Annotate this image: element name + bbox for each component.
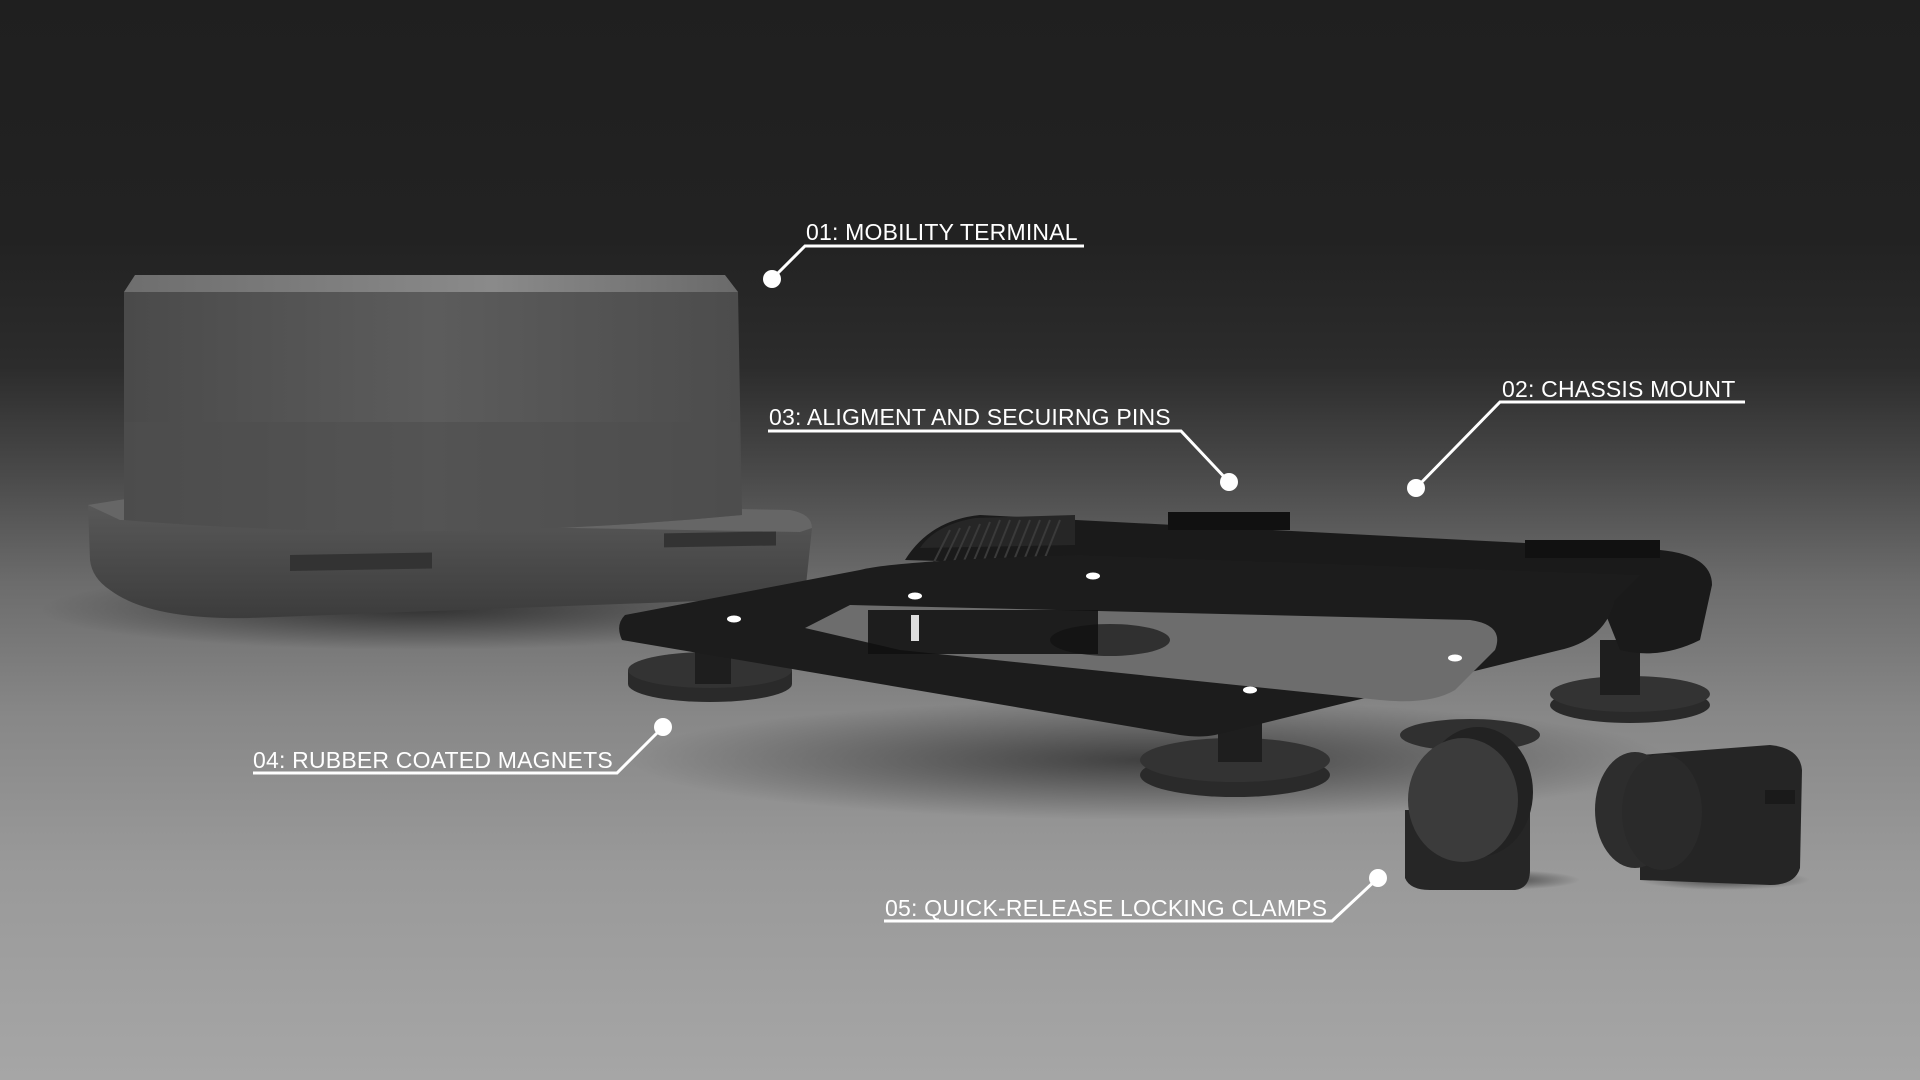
callout-03-leader	[768, 429, 1231, 484]
callout-02-label: 02: CHASSIS MOUNT	[1502, 376, 1736, 402]
callout-04-leader	[253, 725, 665, 775]
quick-release-clamps	[1405, 727, 1810, 890]
callout-02-leader	[1414, 400, 1745, 490]
callout-01-leader	[770, 244, 1084, 281]
mobility-terminal	[88, 275, 812, 619]
callout-04-dot-icon	[654, 718, 672, 736]
terminal-slot-left	[290, 552, 432, 571]
callout-01-dot-icon	[763, 270, 781, 288]
chassis-mount	[619, 512, 1712, 762]
callout-05-label: 05: QUICK-RELEASE LOCKING CLAMPS	[885, 895, 1328, 921]
callout-02-dot-icon	[1407, 479, 1425, 497]
terminal-slot-right	[664, 531, 776, 548]
callout-03-dot-icon	[1220, 473, 1238, 491]
callout-05-dot-icon	[1369, 869, 1387, 887]
callout-01-label: 01: MOBILITY TERMINAL	[806, 219, 1078, 245]
callout-04-label: 04: RUBBER COATED MAGNETS	[253, 747, 613, 773]
alignment-pins	[727, 572, 1462, 694]
callout-03-label: 03: ALIGMENT AND SECUIRNG PINS	[769, 404, 1171, 430]
callout-05-leader	[884, 876, 1380, 923]
